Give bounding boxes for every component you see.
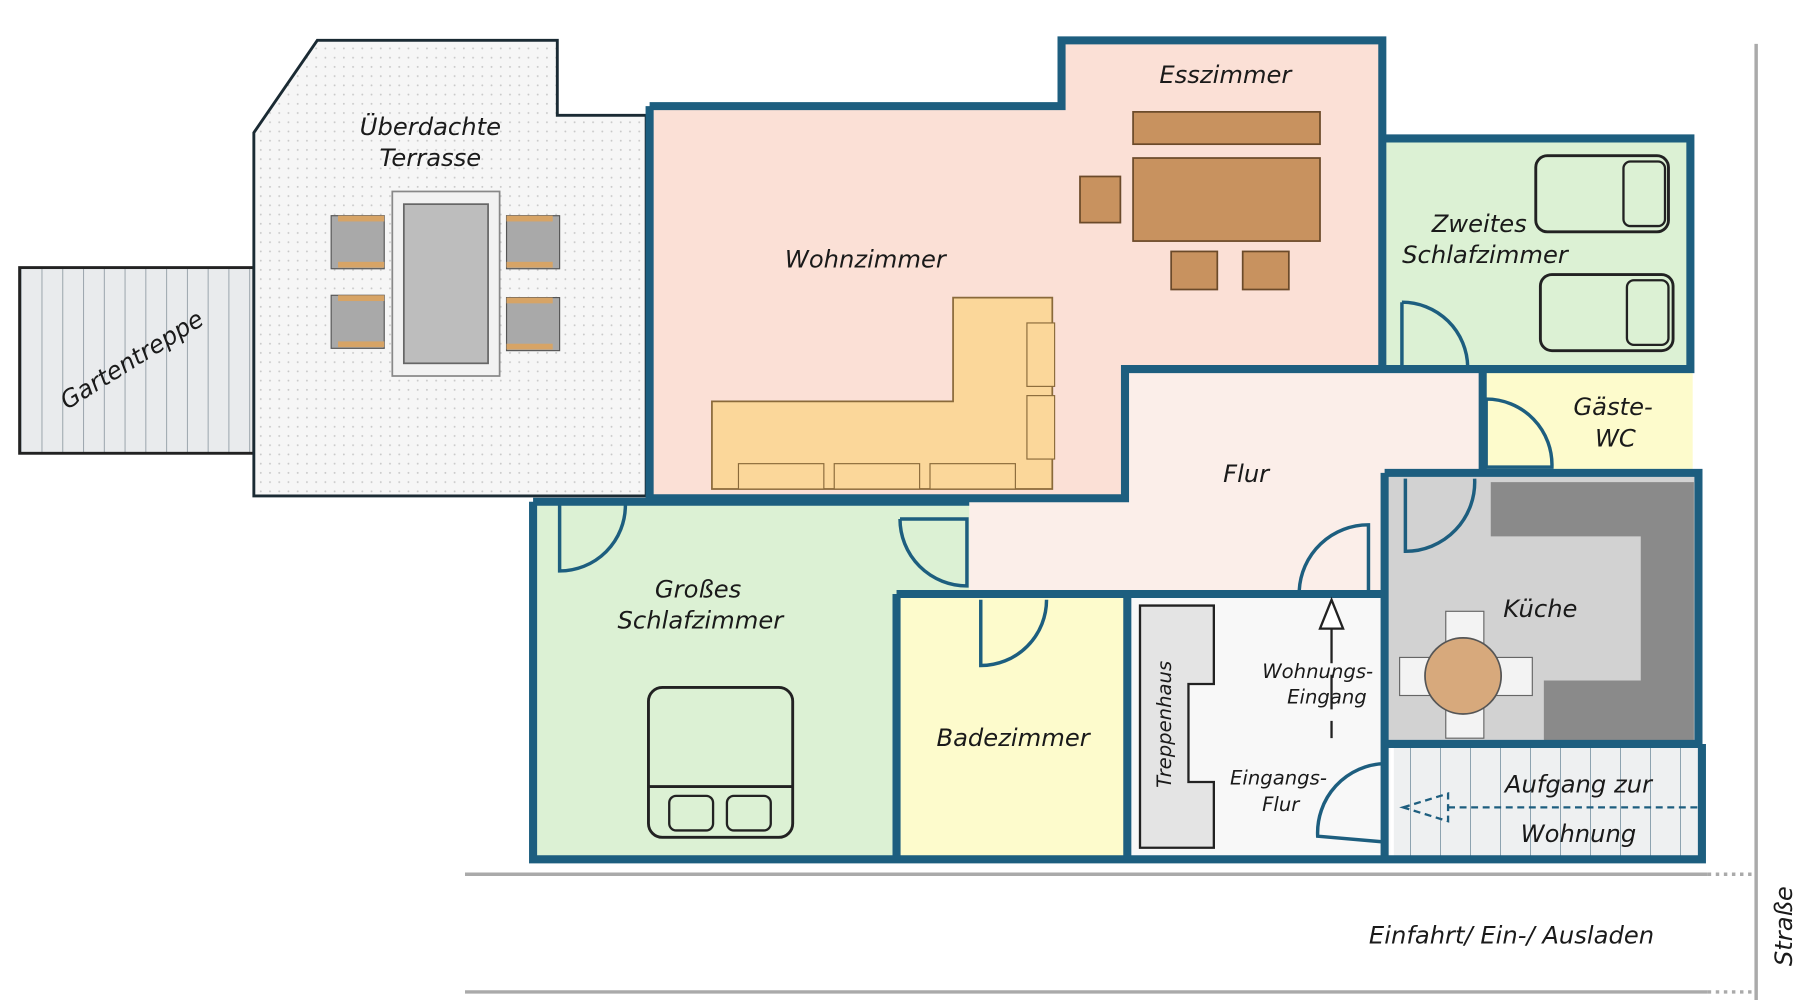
stairs-up-label-2: Wohnung: [1521, 820, 1637, 848]
terrace-chair: [330, 215, 385, 270]
double-bed: [647, 685, 795, 839]
street-label: Straße: [1770, 886, 1798, 966]
garden-stairs: [18, 266, 256, 455]
dining-room-label: Esszimmer: [1159, 61, 1293, 89]
entrance-hall-label: Eingangs-: [1230, 766, 1327, 789]
kitchen-counter: [1490, 482, 1694, 741]
hallway: [969, 369, 1483, 595]
stairs-up-arrow: [1399, 791, 1702, 823]
doors: [557, 300, 1554, 844]
stairs-up-label: Aufgang zur: [1503, 770, 1654, 798]
covered-terrace: [252, 38, 648, 498]
entrance-arrow: [1318, 596, 1345, 739]
driveway-lines: [464, 43, 1758, 1000]
single-bed: [1534, 154, 1670, 234]
living-room: [649, 40, 1383, 499]
master-bedroom: [533, 501, 970, 860]
stairs-up: [1393, 747, 1702, 857]
apartment-entrance-label-2: Eingang: [1287, 686, 1367, 709]
guest-wc: [1482, 371, 1693, 471]
driveway-label: Einfahrt/ Ein-/ Ausladen: [1369, 921, 1654, 949]
kitchen-label: Küche: [1503, 595, 1577, 623]
master-bedroom-label: Großes: [655, 575, 742, 603]
terrace-chair: [505, 215, 561, 270]
second-bedroom-label: Zweites: [1431, 210, 1527, 238]
living-room-label: Wohnzimmer: [785, 246, 948, 274]
guest-wc-label-2: WC: [1595, 424, 1636, 452]
stairwell-label: Treppenhaus: [1153, 661, 1176, 788]
master-bedroom-label-2: Schlafzimmer: [618, 607, 786, 635]
second-bedroom-label-2: Schlafzimmer: [1402, 241, 1570, 269]
terrace-chair: [505, 297, 561, 352]
guest-wc-label: Gäste-: [1573, 393, 1652, 421]
apartment-entrance-label: Wohnungs-: [1262, 660, 1373, 683]
stairwell-block: [1138, 604, 1215, 849]
hallway-label: Flur: [1223, 460, 1271, 488]
terrace-chair: [330, 294, 385, 349]
corner-sofa: [711, 296, 1056, 490]
entrance-hall-label-2: Flur: [1262, 793, 1301, 816]
single-bed: [1538, 273, 1675, 353]
bathroom: [896, 594, 1128, 860]
walls: [529, 36, 1706, 864]
dining-set: [1079, 111, 1321, 291]
kitchen-table: [1399, 610, 1533, 739]
terrace-label-2: Terrasse: [380, 144, 482, 172]
bathroom-label: Badezimmer: [936, 724, 1091, 752]
terrace-label: Überdachte: [360, 112, 501, 141]
